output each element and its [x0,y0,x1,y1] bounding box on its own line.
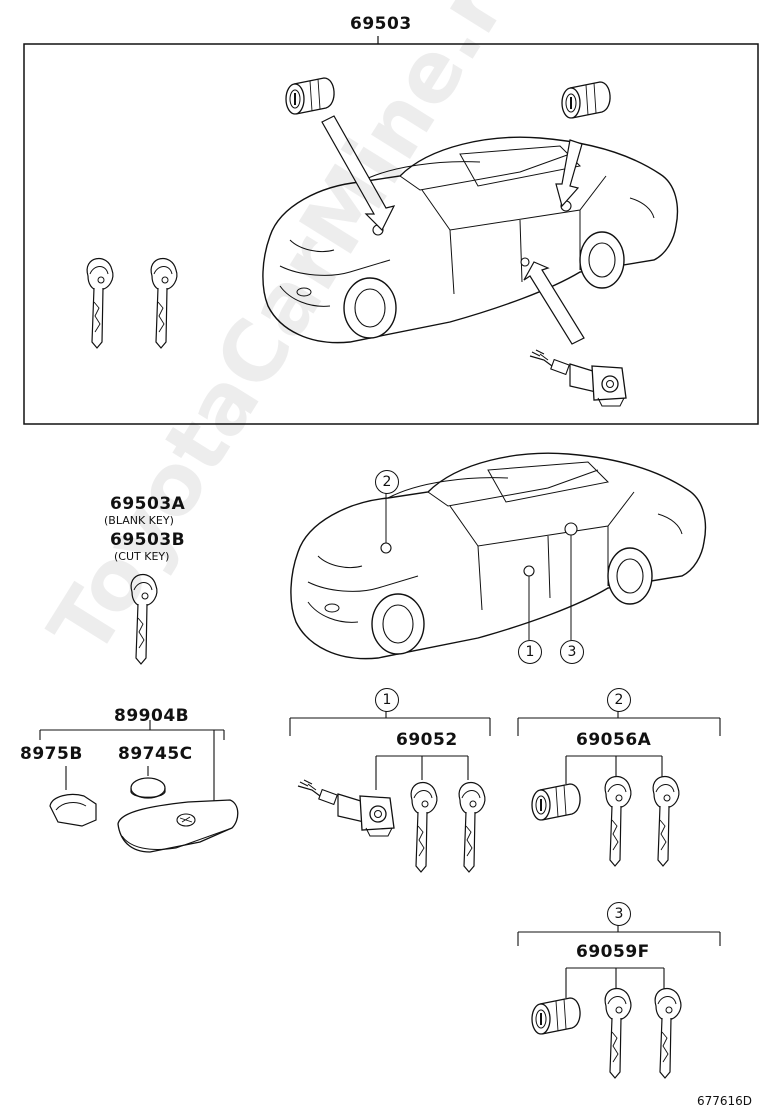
part-no-group3: 69059F [576,942,650,962]
group1-marker: 1 [375,688,399,712]
group3-marker: 3 [607,902,631,926]
part-no-group2: 69056A [576,730,652,750]
part-no-69503: 69503 [350,14,412,34]
car-marker-3: 3 [560,640,584,664]
blank-key-desc: (BLANK KEY) [104,514,174,527]
part-no-group1: 69052 [396,730,458,750]
car-marker-1: 1 [518,640,542,664]
part-no-remote: 89904B [114,706,190,726]
part-no-battery: 89745C [118,744,193,764]
part-no-blank-key: 69503A [110,494,186,514]
cut-key-desc: (CUT KEY) [114,550,170,563]
part-no-cover: 8975B [20,744,83,764]
group2-marker: 2 [607,688,631,712]
part-no-cut-key: 69503B [110,530,186,550]
car-marker-2: 2 [375,470,399,494]
diagram-ref: 677616D [696,1094,752,1108]
